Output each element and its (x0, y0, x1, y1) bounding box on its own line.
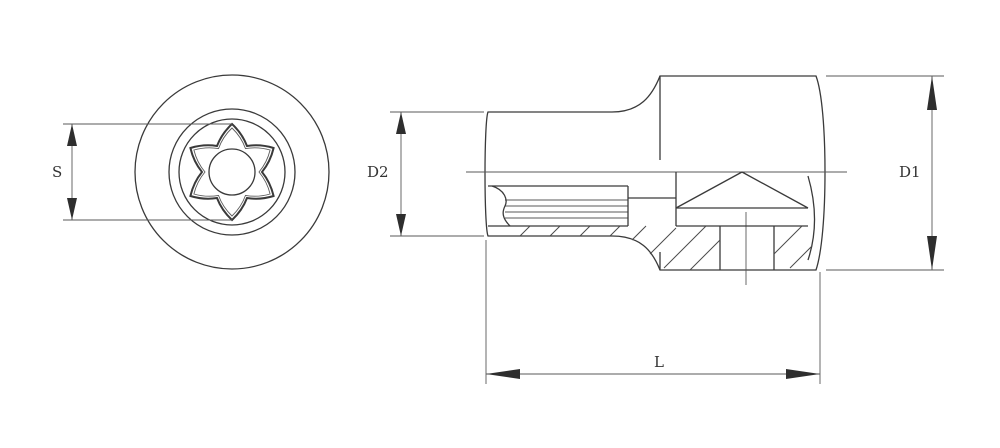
end-view: S (52, 74, 330, 270)
side-view: D2 D1 L (367, 75, 944, 384)
dimension-l: L (485, 240, 821, 384)
center-bore (208, 148, 256, 196)
section-hatching (519, 225, 813, 271)
inner-circle (178, 118, 286, 226)
arrow-down (67, 198, 77, 220)
label-d2: D2 (367, 163, 389, 181)
dimension-s: S (52, 123, 232, 221)
arrow-up (67, 124, 77, 146)
square-drive-cavity (628, 171, 816, 270)
outer-circle (134, 74, 330, 270)
label-d1: D1 (899, 163, 921, 181)
dimension-d2: D2 (367, 111, 484, 237)
label-l: L (654, 353, 664, 371)
torx-recess (488, 185, 629, 227)
dimension-d1: D1 (826, 75, 944, 271)
torx-star-profile (189, 122, 275, 222)
socket-outline (484, 75, 826, 271)
middle-circle (168, 108, 296, 236)
label-s: S (52, 163, 62, 181)
torx-star-inner-profile (193, 127, 271, 217)
